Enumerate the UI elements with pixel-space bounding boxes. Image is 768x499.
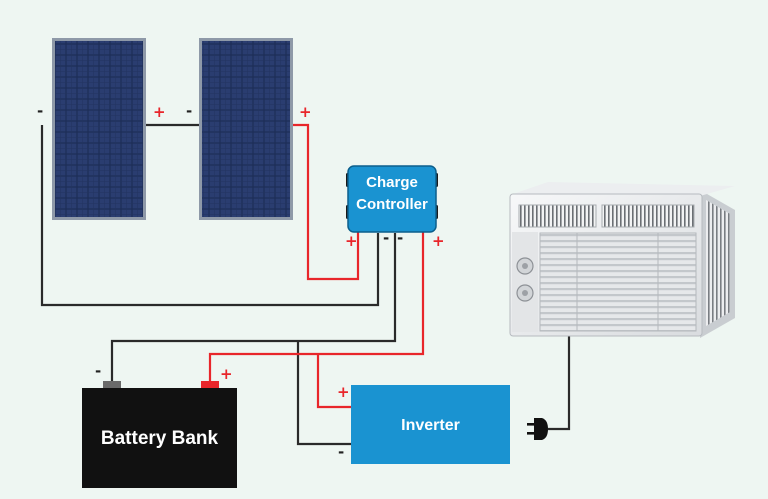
battery-positive-label: +	[220, 365, 233, 383]
positive-wires	[208, 123, 425, 409]
controller-negative-label-2: -	[397, 229, 404, 247]
window-air-conditioner-icon	[509, 182, 735, 338]
charge-controller-label: Charge Controller	[348, 172, 436, 216]
inverter-negative-label: -	[338, 443, 345, 461]
wire-inverter-positive	[316, 354, 352, 409]
solar-panel-right	[199, 38, 293, 220]
panel-right-negative-label: -	[186, 102, 193, 120]
controller-pv-positive-label: +	[345, 232, 358, 250]
panel-left-negative-label: -	[37, 102, 44, 120]
controller-negative-label-1: -	[383, 229, 390, 247]
charge-controller	[346, 165, 438, 233]
battery-bank-label: Battery Bank	[100, 428, 219, 449]
inverter	[351, 385, 510, 464]
wire-battery-negative	[110, 233, 397, 383]
wire-panel-negative	[40, 125, 380, 307]
plug-icon	[527, 418, 548, 440]
wire-panel-positive	[291, 123, 360, 281]
panel-right-positive-label: +	[299, 103, 312, 121]
wire-inverter-negative	[296, 341, 352, 446]
battery-negative-label: -	[95, 362, 102, 380]
solar-panel-left	[52, 38, 146, 220]
panel-left-positive-label: +	[153, 103, 166, 121]
controller-battery-positive-label: +	[432, 232, 445, 250]
inverter-label: Inverter	[401, 417, 460, 434]
wire-ac-cord	[548, 334, 571, 431]
charge-controller-label-line1: Charge	[366, 174, 418, 191]
wire-battery-positive	[208, 232, 425, 383]
inverter-positive-label: +	[337, 383, 350, 401]
battery-bank	[82, 381, 237, 488]
negative-wires	[40, 123, 571, 446]
charge-controller-label-line2: Controller	[356, 196, 428, 213]
